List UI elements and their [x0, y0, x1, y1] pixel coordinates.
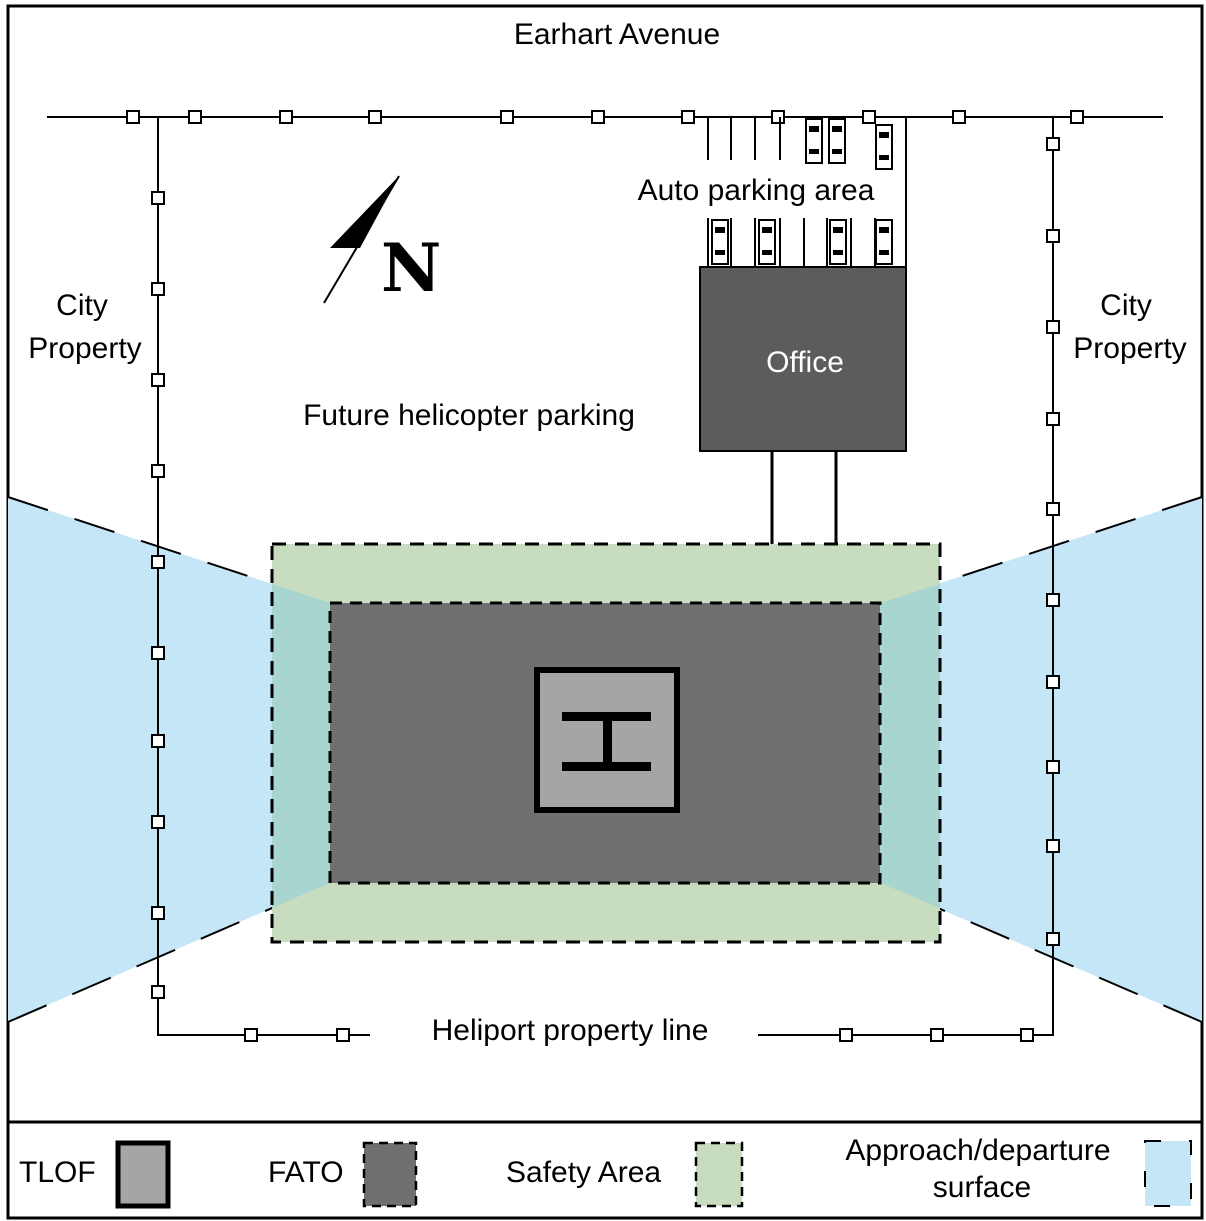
legend: TLOF FATO Safety Area Approach/departure… — [19, 1134, 1192, 1209]
fence-post — [151, 815, 165, 829]
fence-post — [1046, 593, 1060, 607]
fence-post — [1046, 760, 1060, 774]
parked-car-icon — [805, 118, 823, 164]
fence-post — [839, 1028, 853, 1042]
helipad-h-marker — [562, 712, 651, 771]
parked-car-icon — [828, 118, 846, 164]
approach-surface-left — [8, 497, 330, 1022]
city-property-right-line2: Property — [1073, 332, 1186, 365]
fence-post — [188, 110, 202, 124]
overlap-left — [272, 584, 330, 908]
fence-post — [1046, 137, 1060, 151]
legend-tlof-swatch — [115, 1140, 171, 1209]
fence-post — [591, 110, 605, 124]
fence-post — [151, 734, 165, 748]
city-property-left-line1: City — [56, 289, 108, 322]
legend-approach-label-line1: Approach/departure — [845, 1134, 1110, 1167]
fence-post — [244, 1028, 258, 1042]
fence-post — [1046, 839, 1060, 853]
fence-post — [930, 1028, 944, 1042]
fence-post — [1020, 1028, 1034, 1042]
city-property-right-line1: City — [1100, 289, 1152, 322]
legend-safety-swatch — [694, 1141, 744, 1208]
fence-post — [681, 110, 695, 124]
parking-stall-lines — [707, 117, 907, 287]
fence-post — [151, 985, 165, 999]
fence-post — [151, 464, 165, 478]
office-label: Office — [766, 346, 844, 379]
fence-post — [1046, 320, 1060, 334]
fence-post — [862, 110, 876, 124]
fence-post — [368, 110, 382, 124]
overlap-right — [880, 584, 940, 908]
fence-post — [151, 191, 165, 205]
legend-approach-swatch — [1144, 1140, 1192, 1207]
fence-post — [500, 110, 514, 124]
legend-tlof-label: TLOF — [19, 1156, 96, 1189]
legend-safety-label: Safety Area — [506, 1156, 661, 1189]
parked-cars — [711, 118, 893, 265]
fence-post — [1046, 675, 1060, 689]
fence-post — [771, 110, 785, 124]
parked-car-icon — [711, 219, 729, 265]
fence-post — [151, 906, 165, 920]
fence-post — [952, 110, 966, 124]
fence-post — [1046, 229, 1060, 243]
office-walkway — [770, 451, 838, 544]
north-label: N — [381, 229, 441, 307]
fence-post — [151, 555, 165, 569]
street-label: Earhart Avenue — [514, 18, 720, 51]
fence-post — [1046, 412, 1060, 426]
fence-post — [1070, 110, 1084, 124]
approach-surface-right — [880, 497, 1202, 1022]
city-property-left-line2: Property — [28, 332, 141, 365]
fence-post — [151, 646, 165, 660]
fence-post — [336, 1028, 350, 1042]
fence-posts — [126, 110, 1084, 1042]
office-building — [699, 266, 907, 452]
fence-post — [126, 110, 140, 124]
parked-car-icon — [875, 219, 893, 265]
safety-area-border — [270, 542, 942, 944]
fence-post — [1046, 502, 1060, 516]
parked-car-icon — [875, 124, 893, 170]
fence-post — [279, 110, 293, 124]
property-line-label: Heliport property line — [432, 1014, 709, 1047]
north-arrow-icon — [323, 175, 400, 304]
parked-car-icon — [829, 219, 847, 265]
legend-fato-swatch — [362, 1141, 418, 1208]
parking-area-label: Auto parking area — [638, 174, 875, 207]
fence-post — [1046, 932, 1060, 946]
legend-fato-label: FATO — [268, 1156, 344, 1189]
fence-post — [151, 282, 165, 296]
parked-car-icon — [758, 219, 776, 265]
future-parking-label: Future helicopter parking — [303, 399, 635, 432]
fence-post — [151, 373, 165, 387]
legend-approach-label-line2: surface — [933, 1171, 1031, 1204]
